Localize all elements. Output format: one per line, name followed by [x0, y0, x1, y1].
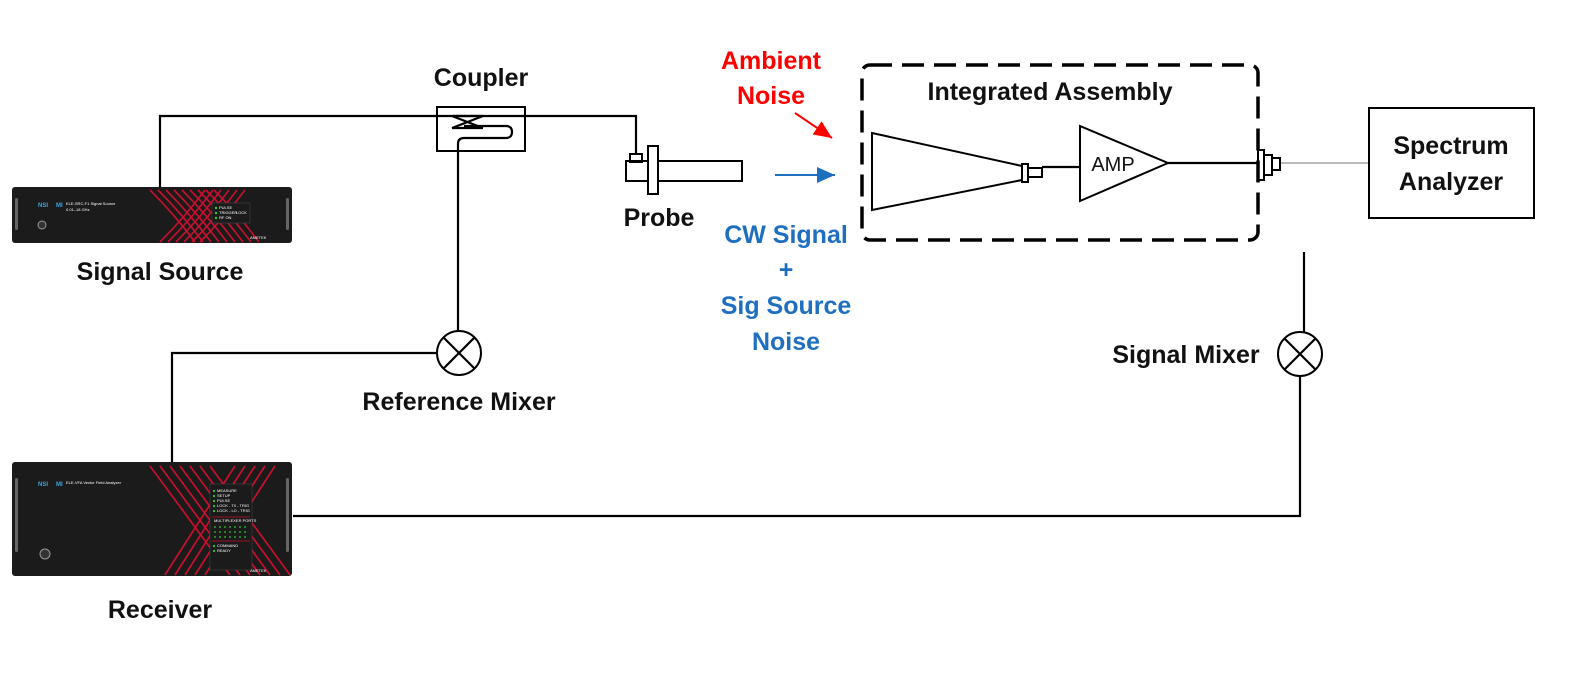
- receiver-brand-left: NSI: [38, 482, 48, 488]
- reference-mixer-icon: [436, 330, 482, 376]
- spectrum-analyzer-label-line1: Spectrum: [1393, 132, 1508, 160]
- source-model: ELE-SRC-F1 Signal Source: [66, 201, 116, 206]
- source-led-3: RF ON: [219, 215, 232, 220]
- ambient-noise-label-line1: Ambient: [721, 47, 822, 75]
- signal-source-label: Signal Source: [77, 258, 244, 286]
- receiver-led-4: LOCK - T0 - TRIG: [217, 503, 249, 508]
- power-button-icon: [39, 548, 51, 560]
- cw-signal-label-line4: Noise: [752, 328, 820, 356]
- signal-mixer-label: Signal Mixer: [1112, 341, 1260, 369]
- horn-antenna-icon: [871, 131, 1043, 212]
- integrated-assembly-label: Integrated Assembly: [928, 78, 1173, 106]
- source-brand-left: NSI: [38, 203, 48, 209]
- coupler-label: Coupler: [434, 64, 529, 92]
- probe-label: Probe: [624, 204, 695, 232]
- cw-signal-label-line3: Sig Source: [721, 292, 852, 320]
- receiver-brand-right: MI: [56, 482, 63, 488]
- receiver-led-3: PULSE: [217, 498, 230, 503]
- signal-source-device: NSI MI ELE-SRC-F1 Signal Source 0.01–18 …: [12, 187, 292, 243]
- receiver-led-1: MEASURE: [217, 488, 237, 493]
- receiver-device: NSI MI ELE-VFA Vector Field Analyzer MEA…: [12, 462, 292, 576]
- cw-signal-label-line1: CW Signal: [724, 221, 848, 249]
- cw-signal-label-line2: +: [779, 256, 794, 284]
- ambient-noise-arrow-icon: [794, 112, 833, 139]
- receiver-led-6: COMMAND: [217, 543, 238, 548]
- source-brand-right: MI: [56, 203, 63, 209]
- connection-wires: [158, 114, 1369, 518]
- source-lock: LOCK: [236, 210, 247, 215]
- ambient-noise-label-line2: Noise: [737, 82, 805, 110]
- output-connector-icon: [1257, 149, 1281, 181]
- reference-mixer-label: Reference Mixer: [362, 388, 555, 416]
- spectrum-analyzer-label-line2: Analyzer: [1399, 168, 1503, 196]
- receiver-led-7: READY: [217, 548, 231, 553]
- wire-source-to-probe: [158, 114, 638, 187]
- rack-stripes: [149, 189, 260, 243]
- wire-coupler-to-ref-mixer: [456, 124, 514, 332]
- probe-icon: [625, 145, 743, 195]
- power-button-icon: [37, 220, 47, 230]
- amplifier-triangle-icon: [1079, 124, 1171, 203]
- signal-mixer-icon: [1277, 331, 1323, 377]
- amp-label: AMP: [1091, 154, 1134, 176]
- integrated-assembly-box: [860, 63, 1260, 242]
- receiver-led-2: SETUP: [217, 493, 231, 498]
- spectrum-analyzer-box: [1368, 107, 1535, 219]
- source-range: 0.01–18 GHz: [66, 207, 90, 212]
- directional-coupler-icon: [436, 106, 526, 152]
- receiver-maker: AMETEK: [250, 568, 267, 573]
- source-led-2: TRIGGER: [219, 210, 237, 215]
- receiver-led-5: LOCK - LO - TRIG: [217, 508, 250, 513]
- receiver-model: ELE-VFA Vector Field Analyzer: [66, 480, 122, 485]
- source-maker: AMETEK: [250, 235, 267, 240]
- receiver-label: Receiver: [108, 596, 213, 624]
- receiver-mux: MULTIPLEXER PORTS: [214, 518, 257, 523]
- multiplexer-port-leds: [214, 526, 246, 538]
- wire-receiver-to-signal-mixer: [293, 376, 1302, 518]
- wire-ref-mixer-to-receiver: [170, 351, 436, 462]
- source-led-1: PULSE: [219, 205, 232, 210]
